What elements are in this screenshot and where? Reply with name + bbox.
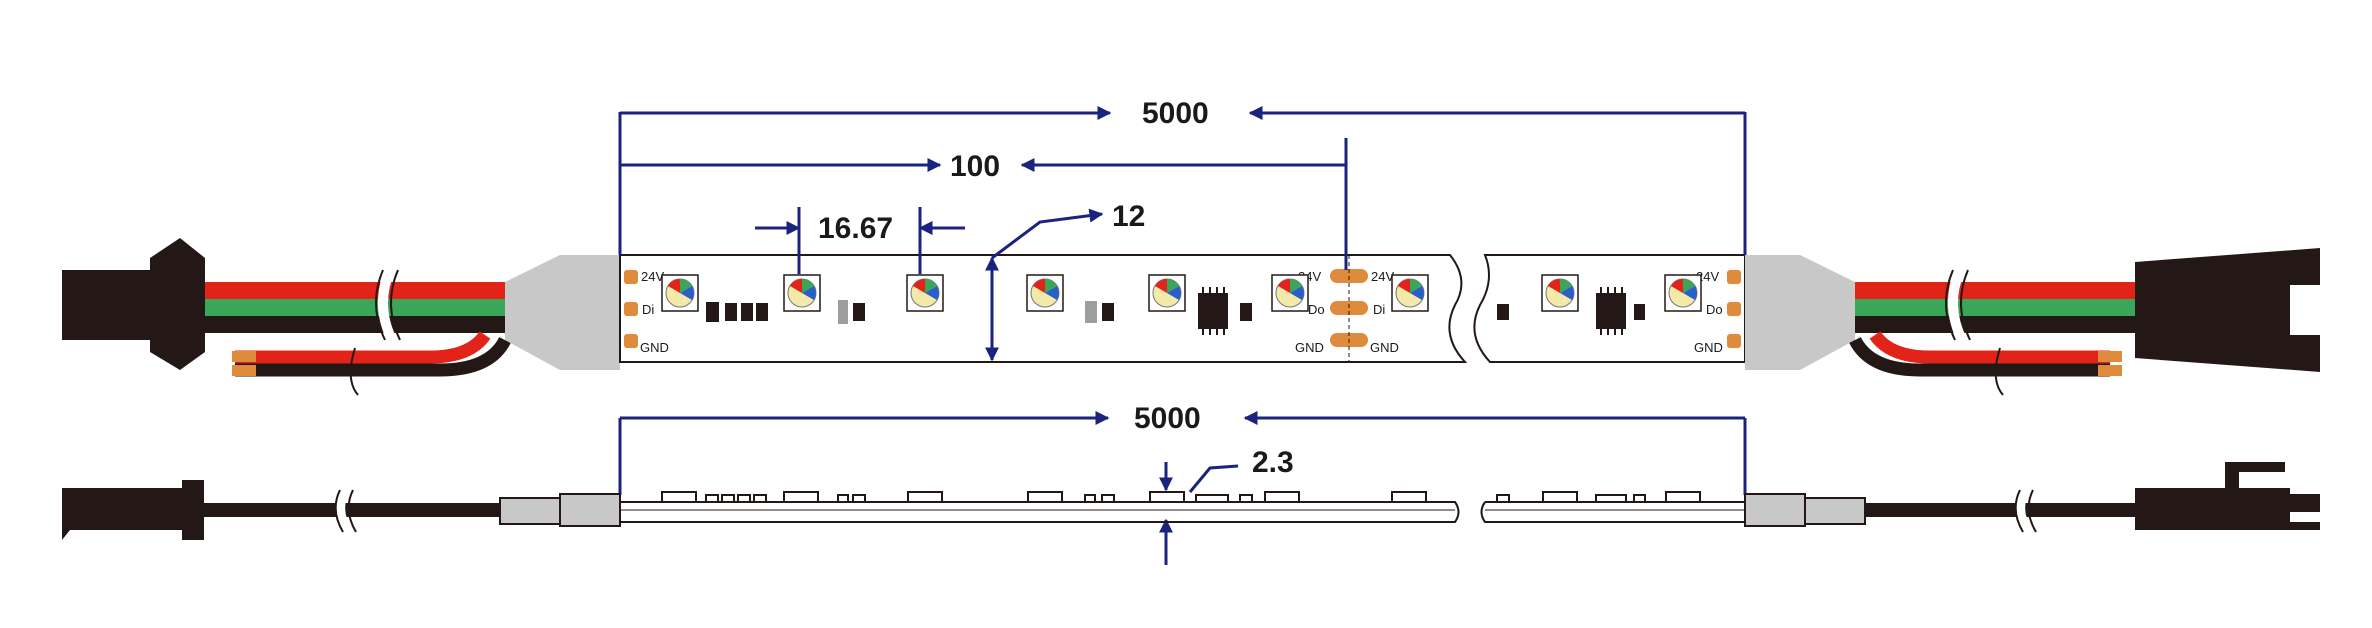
left-cable-side: [204, 487, 500, 535]
pad-label-output-do: Do: [1706, 302, 1723, 317]
pad-label-input-24v: 24V: [641, 269, 664, 284]
strip-profile-side: [620, 501, 1746, 523]
led-7: [1391, 274, 1429, 312]
left-connector-side: [62, 480, 204, 540]
led-3: [906, 274, 944, 312]
pad-label-cut-do: Do: [1308, 302, 1325, 317]
ic-chip-1: [1198, 287, 1228, 335]
side-components: [661, 491, 1701, 503]
left-sleeve-top: [505, 255, 620, 370]
input-pads: [624, 270, 638, 348]
cut-pads: [1330, 255, 1368, 362]
right-sleeve-side-outer: [1804, 497, 1866, 525]
led-2: [783, 274, 821, 312]
output-pads: [1727, 270, 1741, 348]
thickness-label: 2.3: [1252, 446, 1294, 479]
led-9: [1664, 274, 1702, 312]
pad-label-output-24v: 24V: [1696, 269, 1719, 284]
left-connector-top: [62, 238, 205, 370]
led-8: [1541, 274, 1579, 312]
ic-chip-2: [1596, 287, 1645, 335]
left-sleeve-side-inner: [559, 493, 621, 527]
smd-components: [706, 300, 1509, 324]
right-sleeve-top: [1745, 255, 1855, 370]
dimension-lines-side: [618, 411, 1747, 565]
pad-label-cut-in-gnd: GND: [1370, 340, 1399, 355]
right-cable-side: [1865, 487, 2135, 535]
strip-width-label: 12: [1112, 200, 1145, 233]
dimension-lines-top: [618, 106, 1747, 362]
led-pitch-label: 16.67: [818, 212, 893, 245]
pad-label-input-gnd: GND: [640, 340, 669, 355]
cut-unit-label: 100: [950, 150, 1000, 183]
led-4: [1026, 274, 1064, 312]
right-wire-bundle-top: [1849, 268, 2135, 396]
right-sleeve-side-inner: [1744, 493, 1806, 527]
pad-label-output-gnd: GND: [1694, 340, 1723, 355]
led-5: [1148, 274, 1186, 312]
pad-label-cut-in-24v: 24V: [1371, 269, 1394, 284]
pad-label-input-di: Di: [642, 302, 654, 317]
total-length-label-side: 5000: [1134, 402, 1201, 435]
total-length-label-top: 5000: [1142, 97, 1209, 130]
left-sleeve-side-outer: [499, 497, 561, 525]
pad-label-cut-di: Di: [1373, 302, 1385, 317]
right-connector-top: [2135, 248, 2320, 372]
right-connector-side: [2135, 462, 2320, 530]
pad-label-cut-gnd: GND: [1295, 340, 1324, 355]
led-6: [1271, 274, 1309, 312]
left-wire-bundle-top: [205, 268, 511, 396]
led-1: [661, 274, 699, 312]
